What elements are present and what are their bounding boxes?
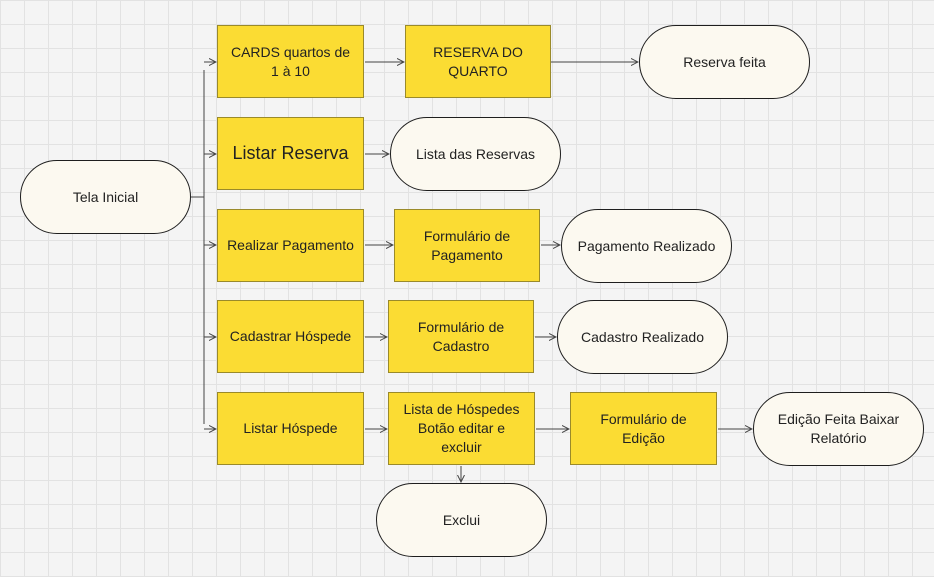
node-reserva-do-quarto[interactable]: RESERVA DO QUARTO bbox=[405, 25, 551, 98]
node-lista-das-reservas[interactable]: Lista das Reservas bbox=[390, 117, 561, 191]
node-cadastro-realizado[interactable]: Cadastro Realizado bbox=[557, 300, 728, 374]
node-cards-quartos[interactable]: CARDS quartos de 1 à 10 bbox=[217, 25, 364, 98]
node-formulario-de-pagamento[interactable]: Formulário de Pagamento bbox=[394, 209, 540, 282]
node-formulario-de-cadastro[interactable]: Formulário de Cadastro bbox=[388, 300, 534, 373]
edge-tela-inicial-to-branches bbox=[191, 70, 205, 424]
node-lista-de-hospedes[interactable]: Lista de Hóspedes Botão editar e excluir bbox=[388, 392, 535, 465]
node-listar-reserva[interactable]: Listar Reserva bbox=[217, 117, 364, 190]
node-tela-inicial[interactable]: Tela Inicial bbox=[20, 160, 191, 234]
node-cadastrar-hospede[interactable]: Cadastrar Hóspede bbox=[217, 300, 364, 373]
node-formulario-de-edicao[interactable]: Formulário de Edição bbox=[570, 392, 717, 465]
node-realizar-pagamento[interactable]: Realizar Pagamento bbox=[217, 209, 364, 282]
node-edicao-feita[interactable]: Edição Feita Baixar Relatório bbox=[753, 392, 924, 466]
node-listar-hospede[interactable]: Listar Hóspede bbox=[217, 392, 364, 465]
node-exclui[interactable]: Exclui bbox=[376, 483, 547, 557]
node-pagamento-realizado[interactable]: Pagamento Realizado bbox=[561, 209, 732, 283]
node-reserva-feita[interactable]: Reserva feita bbox=[639, 25, 810, 99]
